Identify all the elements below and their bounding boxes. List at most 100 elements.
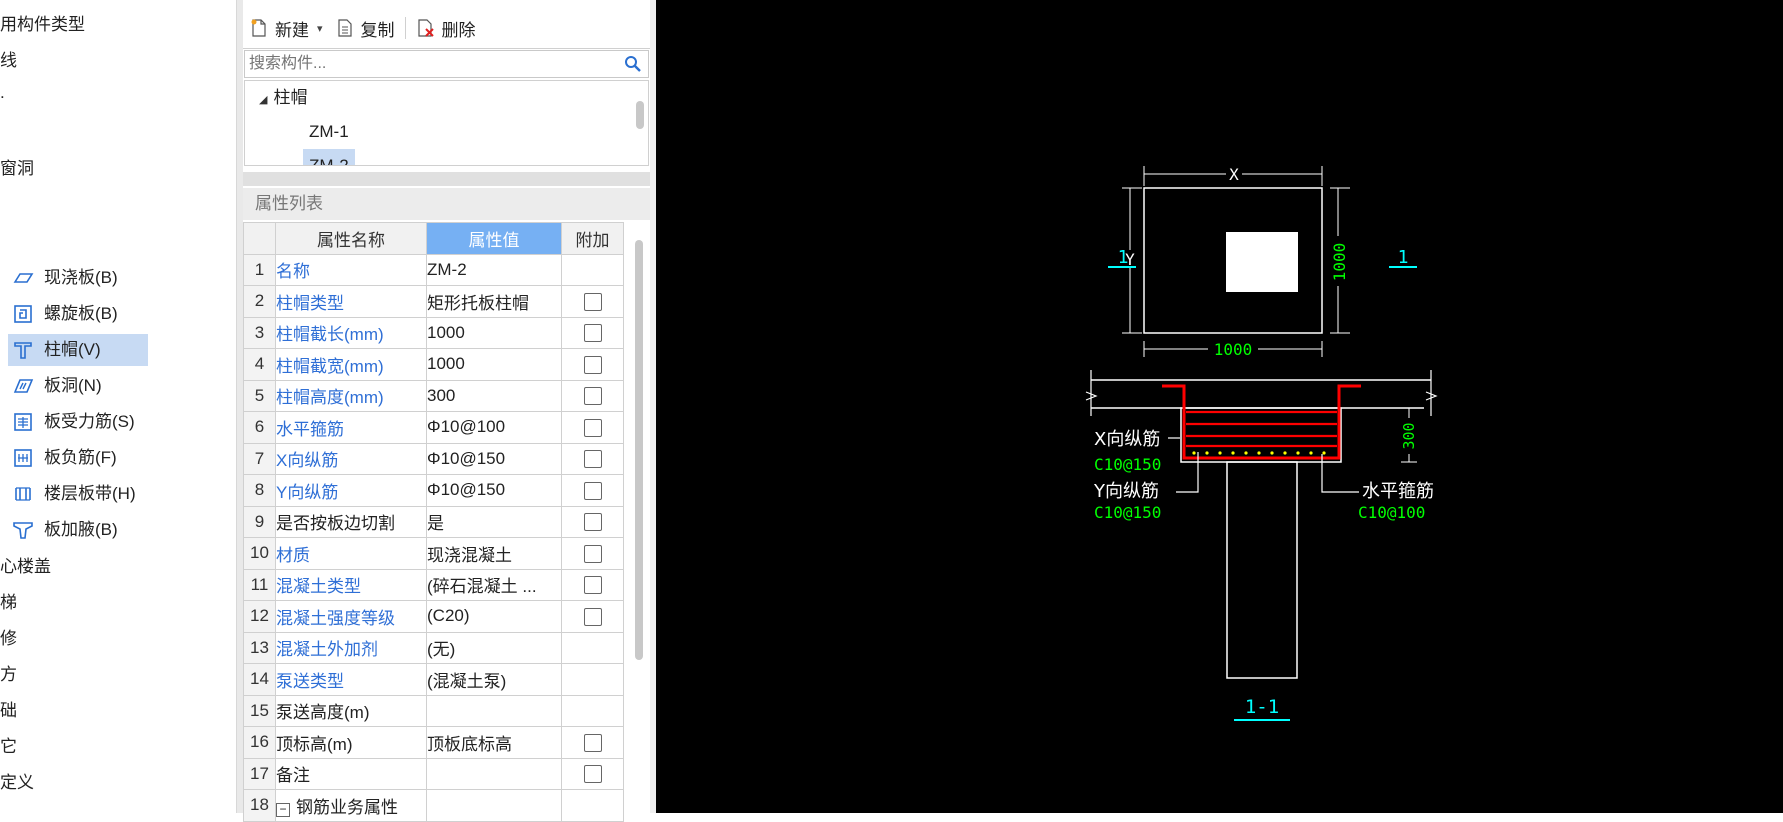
property-name: 材质 bbox=[275, 537, 427, 570]
nav-group-door-window[interactable]: 窗洞 bbox=[0, 159, 34, 178]
extra-checkbox[interactable] bbox=[583, 481, 602, 500]
property-value[interactable]: Φ10@100 bbox=[426, 411, 562, 444]
extra-checkbox[interactable] bbox=[583, 450, 602, 469]
search-input[interactable] bbox=[245, 52, 622, 76]
property-value[interactable]: ZM-2 bbox=[426, 253, 562, 286]
property-value[interactable]: (碎石混凝土 ... bbox=[426, 568, 562, 601]
nav-item-column-cap[interactable]: 柱帽(V) bbox=[8, 334, 148, 366]
nav-item-slab-main-rebar[interactable]: 板受力筋(S) bbox=[8, 406, 148, 438]
nav-item-floor-strip[interactable]: 楼层板带(H) bbox=[8, 478, 148, 510]
nav-item-label: 现浇板(B) bbox=[44, 268, 118, 287]
property-value[interactable]: 300 bbox=[426, 379, 562, 412]
nav-item-slab-haunch[interactable]: 板加腋(B) bbox=[8, 514, 148, 546]
extra-checkbox[interactable] bbox=[583, 765, 602, 784]
search-icon[interactable] bbox=[622, 53, 644, 75]
property-value[interactable] bbox=[426, 789, 562, 822]
extra-checkbox[interactable] bbox=[583, 355, 602, 374]
tree-node-zm2[interactable]: ZM-2 bbox=[303, 149, 355, 165]
nav-group-earthwork[interactable]: 方 bbox=[0, 665, 17, 684]
nav-item-spiral-slab[interactable]: 螺旋板(B) bbox=[8, 298, 148, 330]
property-value[interactable] bbox=[426, 757, 562, 790]
nav-group-custom[interactable]: 定义 bbox=[0, 773, 34, 792]
x-rebar-label: X向纵筋 bbox=[1094, 429, 1160, 450]
extra-checkbox[interactable] bbox=[583, 292, 602, 311]
extra-checkbox[interactable] bbox=[583, 418, 602, 437]
extra-cell bbox=[561, 474, 624, 507]
property-name-text: 名称 bbox=[276, 262, 311, 282]
property-value[interactable]: 是 bbox=[426, 505, 562, 538]
extra-cell bbox=[561, 757, 624, 790]
property-value[interactable]: (C20) bbox=[426, 600, 562, 633]
property-value[interactable]: 1000 bbox=[426, 316, 562, 349]
cast-slab-icon bbox=[12, 267, 34, 289]
header-property-name[interactable]: 属性名称 bbox=[275, 222, 427, 255]
row-index: 5 bbox=[243, 379, 276, 412]
property-value[interactable]: 1000 bbox=[426, 348, 562, 381]
nav-group-dot[interactable]: . bbox=[0, 83, 5, 102]
canvas-splitter[interactable] bbox=[650, 0, 656, 813]
chevron-down-icon[interactable]: ▾ bbox=[317, 22, 323, 35]
nav-group-hollow-floor[interactable]: 心楼盖 bbox=[0, 557, 51, 576]
panel-splitter-horizontal[interactable] bbox=[243, 172, 650, 186]
nav-group-foundation[interactable]: 础 bbox=[0, 701, 17, 720]
extra-checkbox[interactable] bbox=[583, 324, 602, 343]
delete-button[interactable]: 删除 bbox=[410, 13, 482, 43]
property-value[interactable] bbox=[426, 694, 562, 727]
nav-group-stair[interactable]: 梯 bbox=[0, 593, 17, 612]
header-property-value[interactable]: 属性值 bbox=[426, 222, 562, 255]
extra-checkbox[interactable] bbox=[583, 576, 602, 595]
property-value[interactable]: Φ10@150 bbox=[426, 474, 562, 507]
nav-group-common[interactable]: 用构件类型 bbox=[0, 15, 85, 34]
component-type-nav: 用构件类型 线 . 窗洞 现浇板(B) 螺旋板(B) 柱帽(V) 板洞(N) 板… bbox=[0, 0, 237, 813]
nav-group-other[interactable]: 它 bbox=[0, 737, 17, 756]
property-value[interactable]: (混凝土泵) bbox=[426, 663, 562, 696]
nav-item-slab-hole[interactable]: 板洞(N) bbox=[8, 370, 148, 402]
tree-scrollbar[interactable] bbox=[636, 101, 644, 129]
nav-item-slab-negative-rebar[interactable]: 板负筋(F) bbox=[8, 442, 148, 474]
extra-checkbox[interactable] bbox=[583, 513, 602, 532]
property-scrollbar[interactable] bbox=[635, 240, 643, 660]
toolbar-divider bbox=[404, 17, 406, 39]
property-value[interactable]: 顶板底标高 bbox=[426, 726, 562, 759]
property-value[interactable]: (无) bbox=[426, 631, 562, 664]
property-value[interactable]: 现浇混凝土 bbox=[426, 537, 562, 570]
header-extra[interactable]: 附加 bbox=[561, 222, 624, 255]
drawing-canvas[interactable]: X Y 1000 1000 1 1 bbox=[656, 0, 1783, 813]
table-row[interactable]: 18−钢筋业务属性 bbox=[243, 789, 624, 822]
nav-group-axis[interactable]: 线 bbox=[0, 51, 17, 70]
extra-checkbox[interactable] bbox=[583, 607, 602, 626]
extra-checkbox[interactable] bbox=[583, 387, 602, 406]
nav-group-decoration[interactable]: 修 bbox=[0, 629, 17, 648]
tree-node-zm1[interactable]: ZM-1 bbox=[309, 122, 349, 141]
expand-triangle-icon[interactable]: ◢ bbox=[259, 94, 268, 106]
panel-splitter[interactable] bbox=[237, 0, 243, 813]
property-value[interactable]: 矩形托板柱帽 bbox=[426, 285, 562, 318]
new-button[interactable]: 新建 ▾ bbox=[243, 13, 329, 43]
collapse-toggle-icon[interactable]: − bbox=[276, 802, 290, 817]
extra-checkbox[interactable] bbox=[583, 733, 602, 752]
nav-item-cast-slab[interactable]: 现浇板(B) bbox=[8, 262, 148, 294]
property-value[interactable]: Φ10@150 bbox=[426, 442, 562, 475]
x-rebar-value: C10@150 bbox=[1094, 455, 1161, 474]
row-index: 8 bbox=[243, 474, 276, 507]
tree-node-column-cap[interactable]: ◢柱帽 bbox=[259, 81, 307, 115]
copy-button[interactable]: 复制 bbox=[329, 13, 401, 43]
extra-checkbox[interactable] bbox=[583, 544, 602, 563]
